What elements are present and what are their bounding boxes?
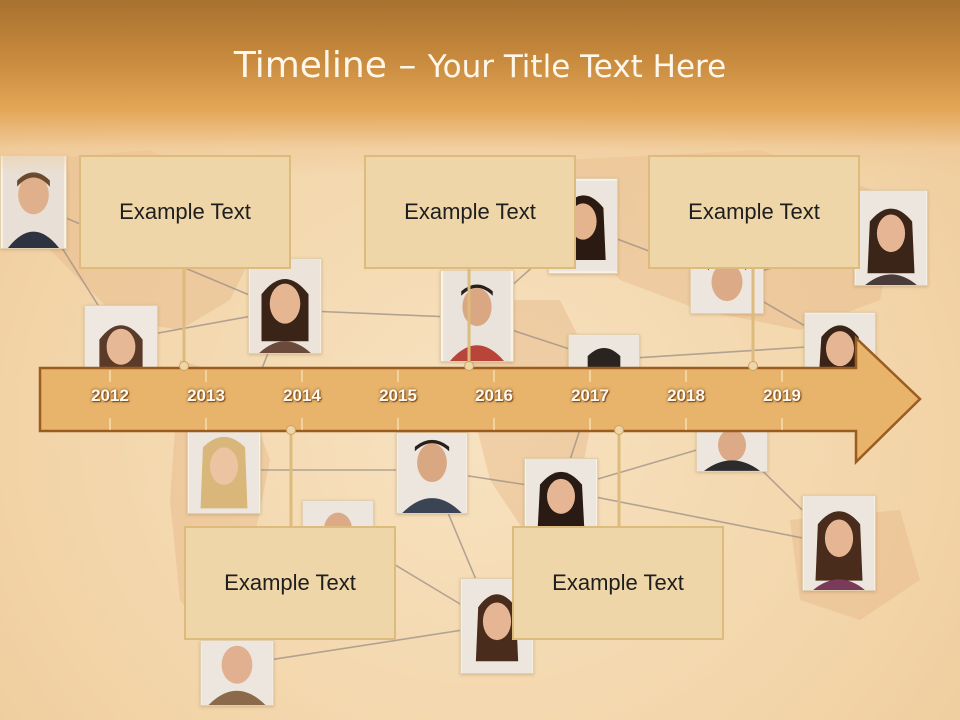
portrait-photo: [396, 432, 468, 514]
title-main: Timeline: [233, 45, 387, 86]
event-box-top-1[interactable]: Example Text: [79, 155, 291, 269]
header-band: [0, 0, 960, 175]
timeline-ticks: [109, 370, 783, 430]
title-subtitle: Your Title Text Here: [427, 49, 727, 85]
page-title: Timeline – Your Title Text Here: [0, 44, 960, 89]
portrait-photo: [696, 430, 768, 472]
connector-dots: [179, 361, 758, 435]
year-label: 2016: [475, 386, 513, 405]
event-box-top-2[interactable]: Example Text: [364, 155, 576, 269]
connector-lines: [182, 268, 755, 528]
event-box-bottom-1[interactable]: Example Text: [184, 526, 396, 640]
event-box-top-3[interactable]: Example Text: [648, 155, 860, 269]
portrait-photo: [524, 458, 598, 530]
portrait-photo: [802, 495, 876, 591]
title-separator: –: [398, 45, 417, 86]
portrait-photo: [187, 430, 261, 514]
portrait-photo: [200, 640, 274, 706]
year-label: 2012: [91, 386, 129, 405]
year-label: 2015: [379, 386, 417, 405]
portrait-photo: [854, 190, 928, 286]
timeline-arrow: [38, 335, 922, 465]
portrait-photo: [248, 258, 322, 354]
year-label: 2017: [571, 386, 609, 405]
year-label: 2018: [667, 386, 705, 405]
event-box-bottom-2[interactable]: Example Text: [512, 526, 724, 640]
portrait-photo: [84, 305, 158, 379]
portrait-photo: [302, 500, 374, 530]
portrait-photo: [568, 334, 640, 376]
year-label: 2014: [283, 386, 321, 405]
year-label: 2013: [187, 386, 225, 405]
year-label: 2019: [763, 386, 801, 405]
